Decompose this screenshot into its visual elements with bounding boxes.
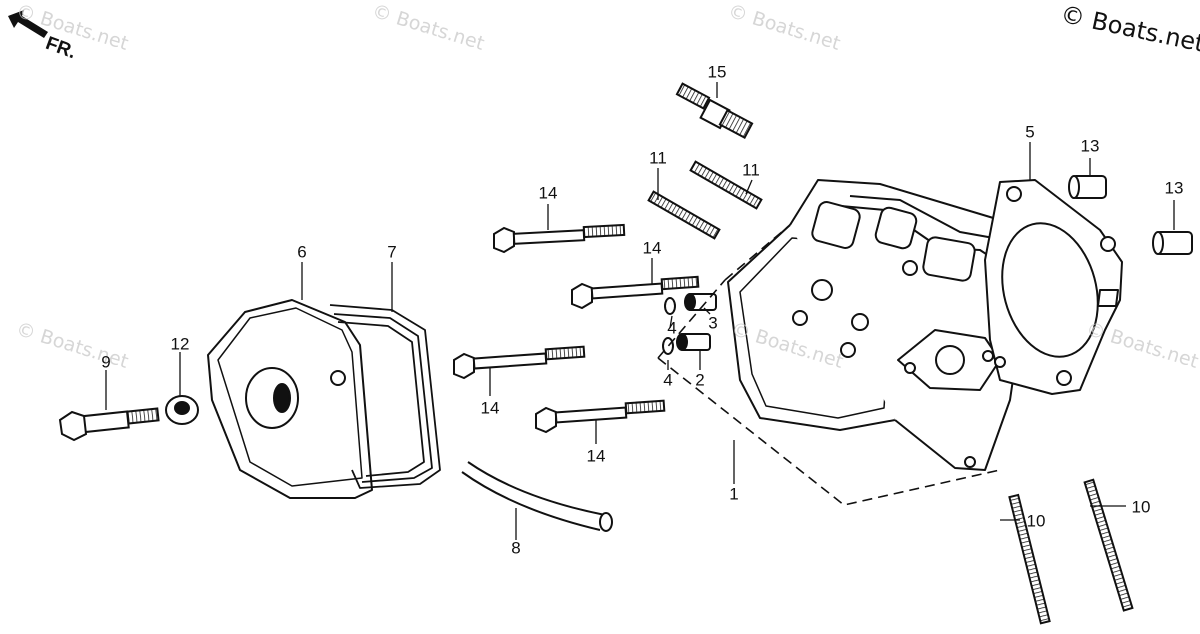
callout-10-right: 10 <box>1131 497 1151 517</box>
part-4-o-ring-upper <box>664 297 676 315</box>
callout-11-right: 11 <box>742 160 760 180</box>
callout-13-upper: 13 <box>1080 136 1100 156</box>
part-14-bolt-upper <box>493 223 626 254</box>
callout-9: 9 <box>101 352 111 372</box>
part-14-bolt-lower-b <box>535 399 666 434</box>
callout-5: 5 <box>1025 122 1035 142</box>
part-2-dowel-pin <box>676 333 711 351</box>
part-10-stud-right <box>1083 478 1134 612</box>
callout-15: 15 <box>707 62 727 82</box>
callout-2: 2 <box>695 370 705 390</box>
part-14-bolt-mid <box>571 275 700 310</box>
part-15-spark-plug <box>675 82 754 139</box>
part-5-head-gasket <box>984 179 1123 395</box>
callout-11-left: 11 <box>649 148 667 168</box>
callout-14-mid: 14 <box>642 238 662 258</box>
part-11-stud-left <box>647 190 721 240</box>
callout-13-lower: 13 <box>1164 178 1184 198</box>
part-3-dowel-pin <box>684 293 717 311</box>
part-14-bolt-lower-a <box>453 345 586 380</box>
callout-4-lower: 4 <box>663 370 673 390</box>
part-13-dowel-upper <box>1068 175 1107 199</box>
callout-12: 12 <box>170 334 190 354</box>
assembly-dashed-outline <box>657 224 1001 506</box>
callout-3: 3 <box>708 313 718 333</box>
part-1-cylinder-head <box>727 179 1031 471</box>
part-4-o-ring-lower <box>662 337 674 355</box>
callout-10-left: 10 <box>1026 511 1046 531</box>
part-8-breather-tube <box>461 461 613 532</box>
callout-4-upper: 4 <box>667 318 677 338</box>
callout-7: 7 <box>387 242 397 262</box>
part-11-stud-right <box>689 160 763 210</box>
part-13-dowel-lower <box>1152 231 1193 255</box>
part-6-head-cover <box>207 299 373 499</box>
callout-14-upper: 14 <box>538 183 558 203</box>
callout-14-lower-a: 14 <box>480 398 500 418</box>
part-10-stud-left <box>1008 493 1051 625</box>
callout-8: 8 <box>511 538 521 558</box>
callout-1: 1 <box>729 484 739 504</box>
callout-14-lower-b: 14 <box>586 446 606 466</box>
callout-leader-lines <box>105 82 1175 540</box>
callout-6: 6 <box>297 242 307 262</box>
part-12-washer <box>165 395 199 425</box>
front-direction-arrow-icon <box>8 10 48 38</box>
part-9-bolt <box>58 407 160 442</box>
